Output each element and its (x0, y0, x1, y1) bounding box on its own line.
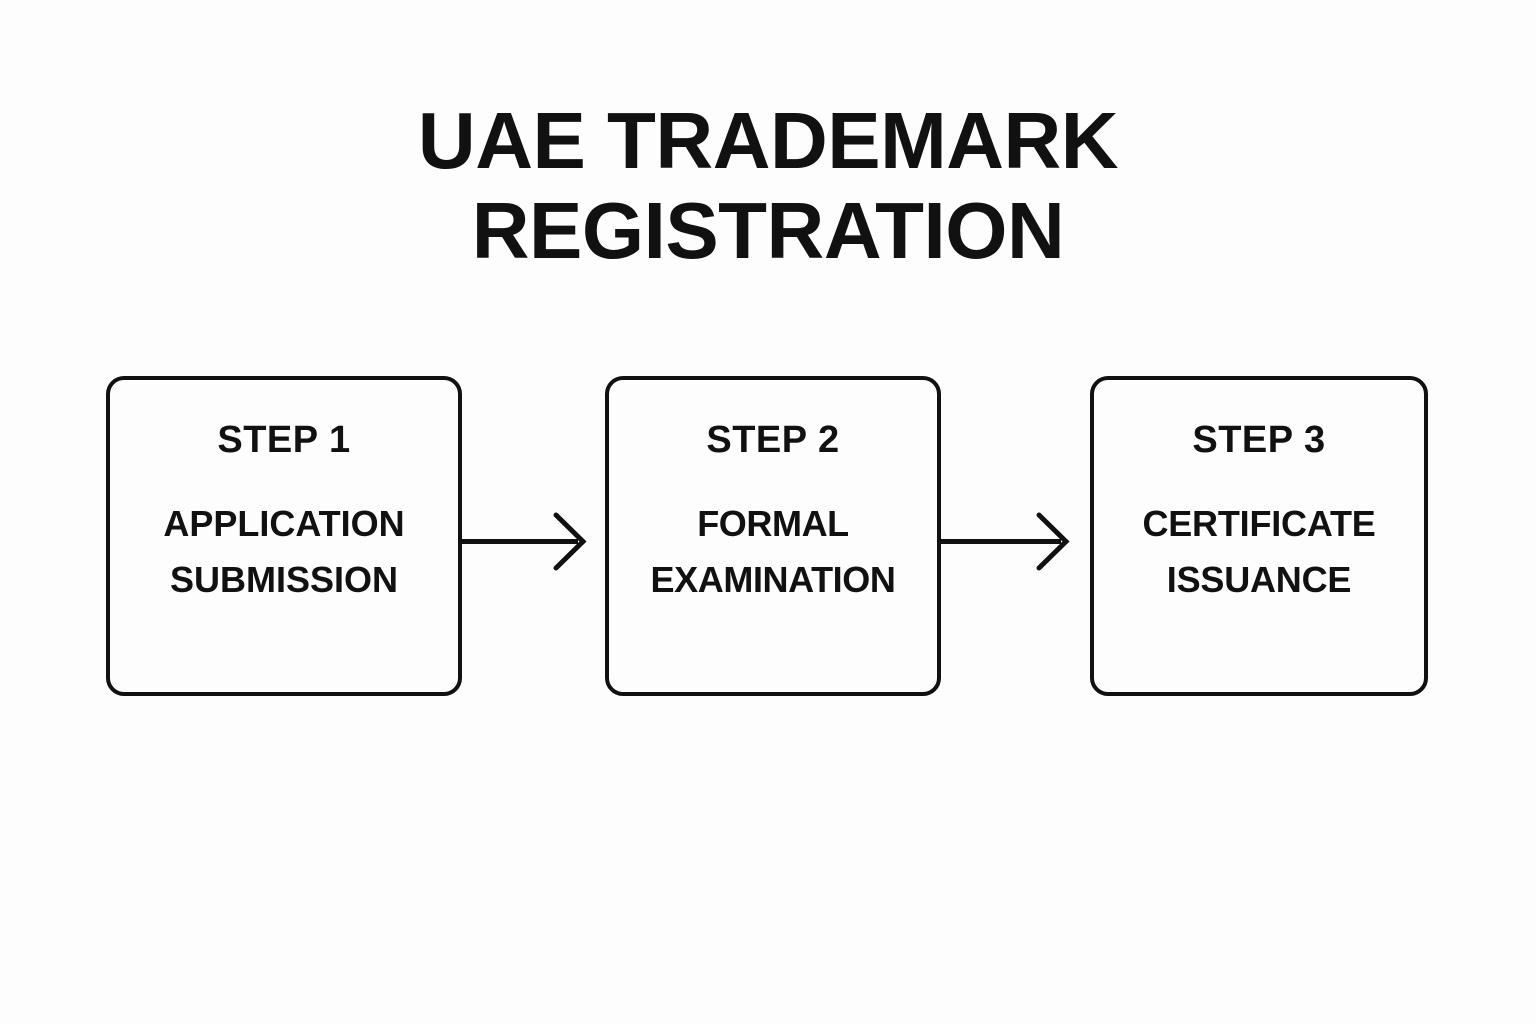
step-2-heading: STEP 2 (706, 419, 840, 461)
arrow-right-icon-1 (458, 505, 588, 580)
step-3-heading: STEP 3 (1192, 419, 1326, 461)
step-box-2[interactable]: STEP 2 FORMAL EXAMINATION (605, 376, 941, 696)
page-title: UAE TRADEMARK REGISTRATION (417, 96, 1119, 275)
step-3-body: CERTIFICATE ISSUANCE (1142, 503, 1376, 600)
step-box-1[interactable]: STEP 1 APPLICATION SUBMISSION (106, 376, 462, 696)
step-2-body: FORMAL EXAMINATION (650, 503, 896, 600)
step-1-body: APPLICATION SUBMISSION (163, 503, 405, 600)
step-box-3[interactable]: STEP 3 CERTIFICATE ISSUANCE (1090, 376, 1428, 696)
arrow-right-icon-2 (937, 505, 1071, 580)
step-1-heading: STEP 1 (217, 419, 351, 461)
